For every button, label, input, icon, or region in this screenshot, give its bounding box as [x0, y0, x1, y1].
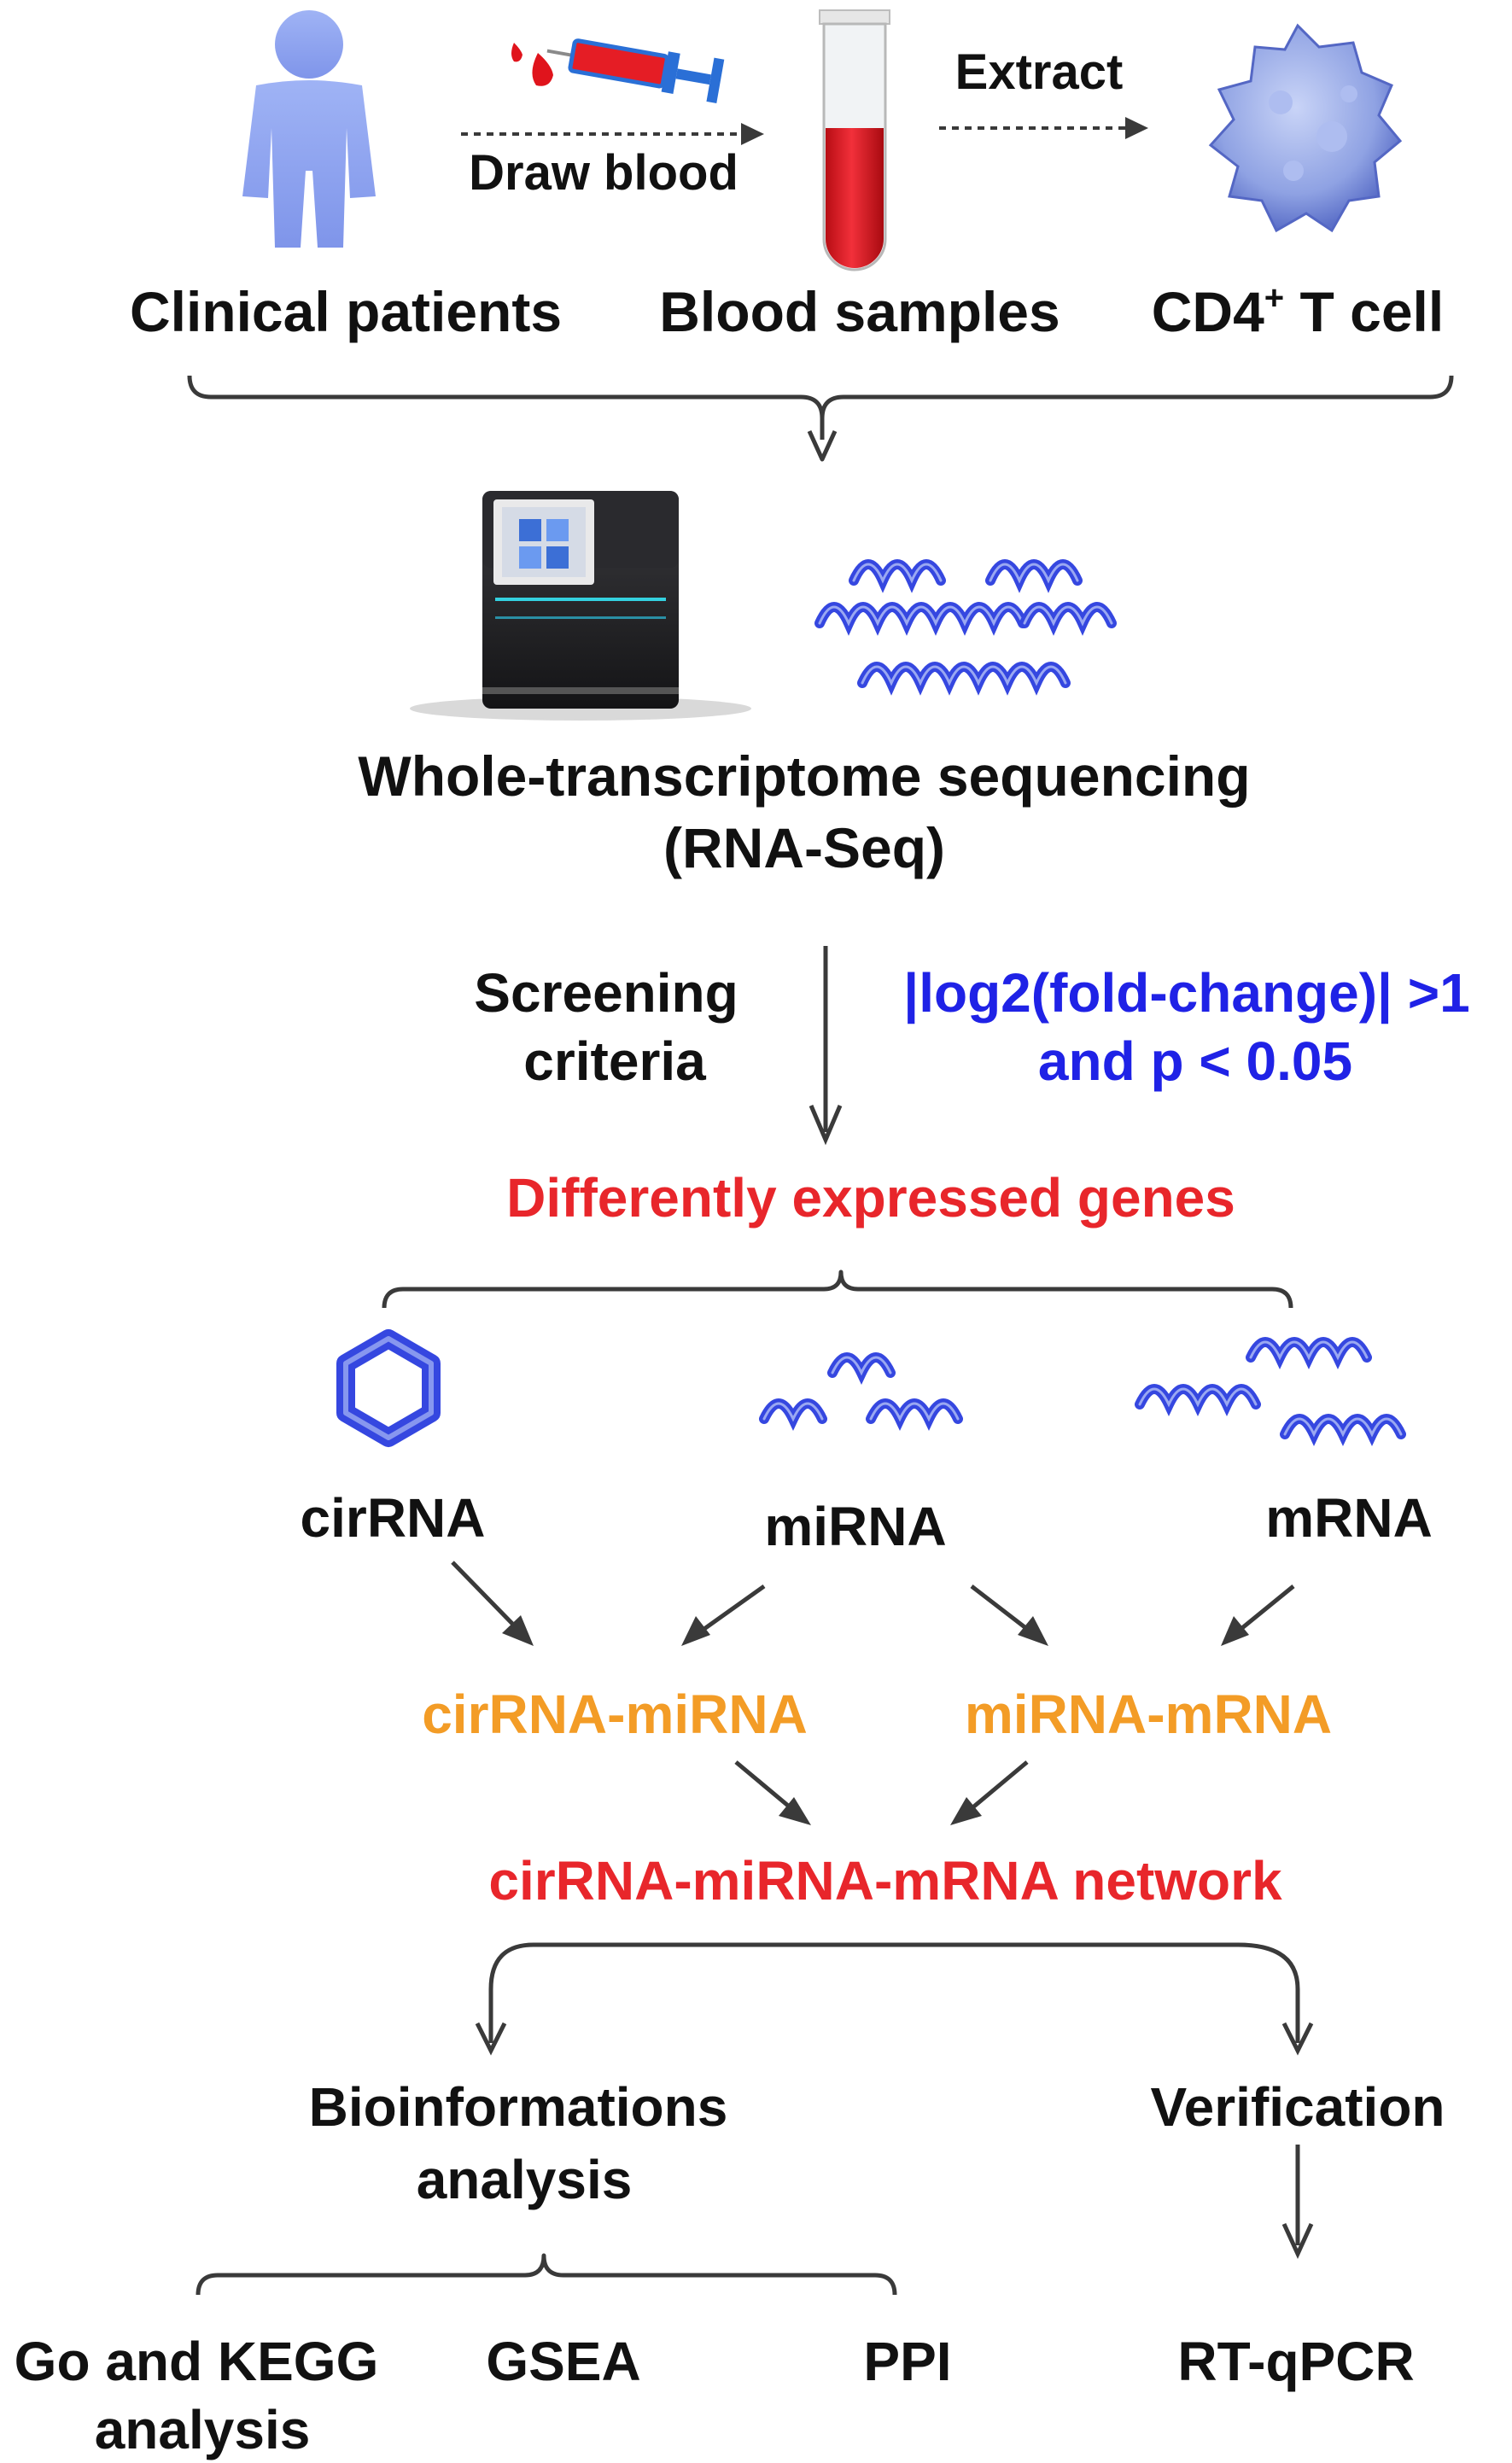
sequencer-machine-icon [410, 491, 751, 721]
rna-strand [866, 1398, 963, 1432]
screening-label-line1: Screening [474, 962, 738, 1024]
extract-label: Extract [955, 44, 1124, 100]
rna-strand [849, 559, 946, 593]
cd4-text: CD4 [1152, 280, 1264, 343]
circrna-label: cirRNA [301, 1487, 486, 1549]
rna-strand-highlight [989, 563, 1079, 584]
rna-strand-highlight [861, 665, 1067, 686]
rt-qpcr-label: RT-qPCR [1177, 2331, 1414, 2392]
bio-bracket [196, 2253, 897, 2296]
rna-strand-highlight [1023, 605, 1113, 627]
rna-strand-highlight [869, 1402, 960, 1422]
network-arrows [734, 1760, 1029, 1825]
rna-strand [985, 559, 1083, 593]
verification-arrow [1281, 2145, 1314, 2260]
screening-label-line2: criteria [523, 1030, 706, 1092]
t-cell-icon [1208, 23, 1403, 233]
rna-strand-highlight [831, 1356, 892, 1376]
t-cell-text: T cell [1284, 280, 1444, 343]
branch-split [475, 1942, 1314, 2056]
network-title: cirRNA-miRNA-mRNA network [488, 1850, 1282, 1911]
mirna-label: miRNA [764, 1496, 946, 1557]
criteria-line2: and p < 0.05 [1038, 1030, 1352, 1092]
degs-bracket [382, 1269, 1293, 1309]
rna-strand-highlight [762, 1402, 824, 1422]
rna-strand-highlight [1283, 1417, 1403, 1438]
mrna-icon [1135, 1337, 1406, 1447]
mirna-icon [759, 1352, 963, 1432]
pair-arrows [451, 1561, 1295, 1646]
bioinformations-label-line1: Bioinformations [309, 2076, 728, 2138]
ppi-label: PPI [863, 2331, 951, 2392]
verification-label: Verification [1151, 2076, 1445, 2138]
criteria-line1: |log2(fold-change)| >1 [903, 962, 1469, 1024]
cd4-superscript: + [1264, 279, 1284, 317]
mrna-label: mRNA [1265, 1487, 1433, 1549]
top-bracket [187, 375, 1454, 462]
mirna-mrna-label: miRNA-mRNA [965, 1684, 1332, 1745]
screening-arrow [809, 946, 843, 1146]
circrna-icon [336, 1329, 441, 1447]
blood-samples-label: Blood samples [659, 280, 1060, 343]
blood-tube-icon [819, 9, 890, 271]
go-kegg-label-line2: analysis [95, 2399, 311, 2460]
gsea-label: GSEA [486, 2331, 640, 2392]
degs-title: Differently expressed genes [506, 1167, 1235, 1229]
draw-blood-arrow [461, 123, 764, 145]
draw-blood-label: Draw blood [469, 145, 738, 201]
rna-strand-highlight [1138, 1387, 1258, 1408]
rna-strand-highlight [852, 563, 943, 584]
rna-strand-highlight [1249, 1340, 1369, 1361]
bioinformations-label-line2: analysis [417, 2149, 633, 2210]
circrna-mirna-label: cirRNA-miRNA [422, 1684, 808, 1745]
sequencing-title-line2: (RNA-Seq) [663, 816, 945, 879]
person-icon [242, 10, 376, 248]
rna-strand [1019, 602, 1117, 636]
rna-strand-highlight [818, 605, 1025, 627]
sequencing-title-line1: Whole-transcriptome sequencing [358, 744, 1250, 808]
go-kegg-label-line1: Go and KEGG [15, 2331, 379, 2392]
cd4-t-cell-label: CD4+ T cell [1152, 279, 1444, 343]
rna-fragments-icon [814, 559, 1117, 696]
syringe-icon [511, 38, 725, 103]
extract-arrow [939, 117, 1148, 139]
clinical-patients-label: Clinical patients [130, 280, 562, 343]
